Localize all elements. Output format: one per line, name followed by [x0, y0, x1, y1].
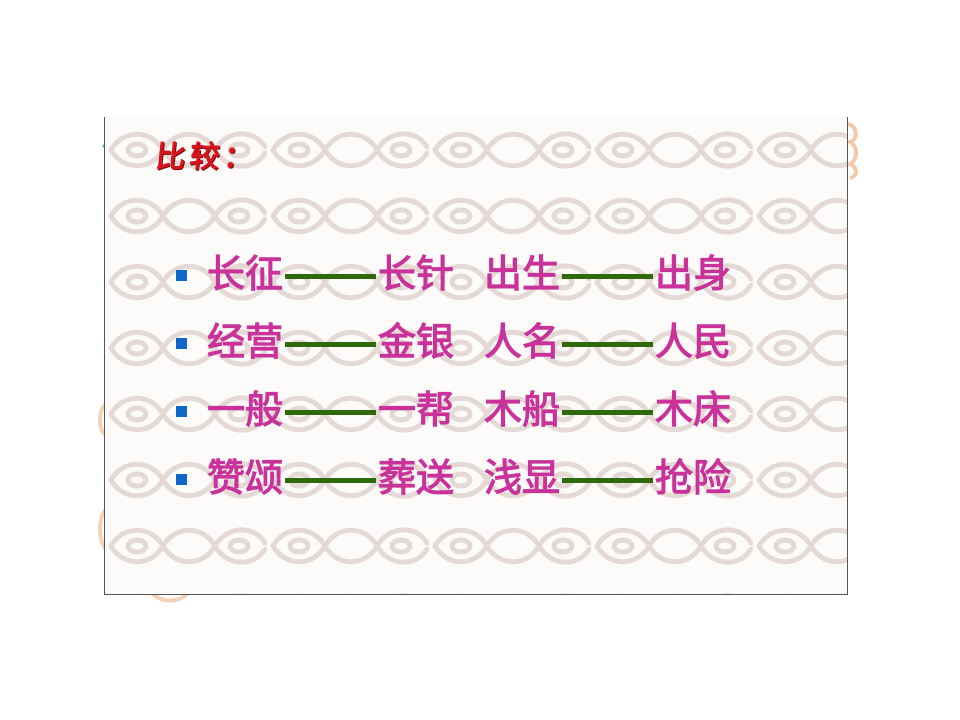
word-c: 出生: [484, 252, 561, 296]
list-item: 长征 长针 出生 出身: [176, 240, 731, 308]
word-d: 人民: [655, 320, 732, 364]
dash-connector: [285, 409, 377, 415]
word-a: 赞颂: [207, 456, 284, 500]
dash-connector: [562, 409, 654, 415]
word-b: 金银: [378, 320, 455, 364]
dash-connector: [285, 477, 377, 483]
dash-connector: [285, 273, 377, 279]
word-a: 经营: [207, 320, 284, 364]
word-b: 一帮: [378, 388, 455, 432]
list-item: 一般 一帮 木船 木床: [176, 376, 731, 444]
word-d: 抢险: [655, 456, 732, 500]
scroll-pattern-background: [105, 117, 847, 594]
right-swirl-decoration: [844, 120, 860, 180]
slide-panel: [104, 117, 848, 595]
bottom-swirl-decoration: [150, 590, 190, 604]
square-bullet-icon: [176, 473, 187, 485]
word-b: 葬送: [378, 456, 455, 500]
word-c: 木船: [484, 388, 561, 432]
square-bullet-icon: [176, 337, 187, 349]
word-pair-list: 长征 长针 出生 出身 经营 金银 人名 人民 一般 一帮 木船 木床 赞颂 葬…: [176, 240, 731, 512]
word-b: 长针: [378, 252, 455, 296]
list-item: 赞颂 葬送 浅显 抢险: [176, 444, 731, 512]
dash-connector: [562, 477, 654, 483]
square-bullet-icon: [176, 269, 187, 281]
list-item: 经营 金银 人名 人民: [176, 308, 731, 376]
dash-connector: [562, 341, 654, 347]
word-a: 长征: [207, 252, 284, 296]
word-d: 出身: [655, 252, 732, 296]
slide-heading: 比较：: [153, 140, 260, 175]
word-c: 人名: [484, 320, 561, 364]
dash-connector: [562, 273, 654, 279]
word-c: 浅显: [484, 456, 561, 500]
dash-connector: [285, 341, 377, 347]
word-a: 一般: [207, 388, 284, 432]
word-d: 木床: [655, 388, 732, 432]
square-bullet-icon: [176, 405, 187, 417]
